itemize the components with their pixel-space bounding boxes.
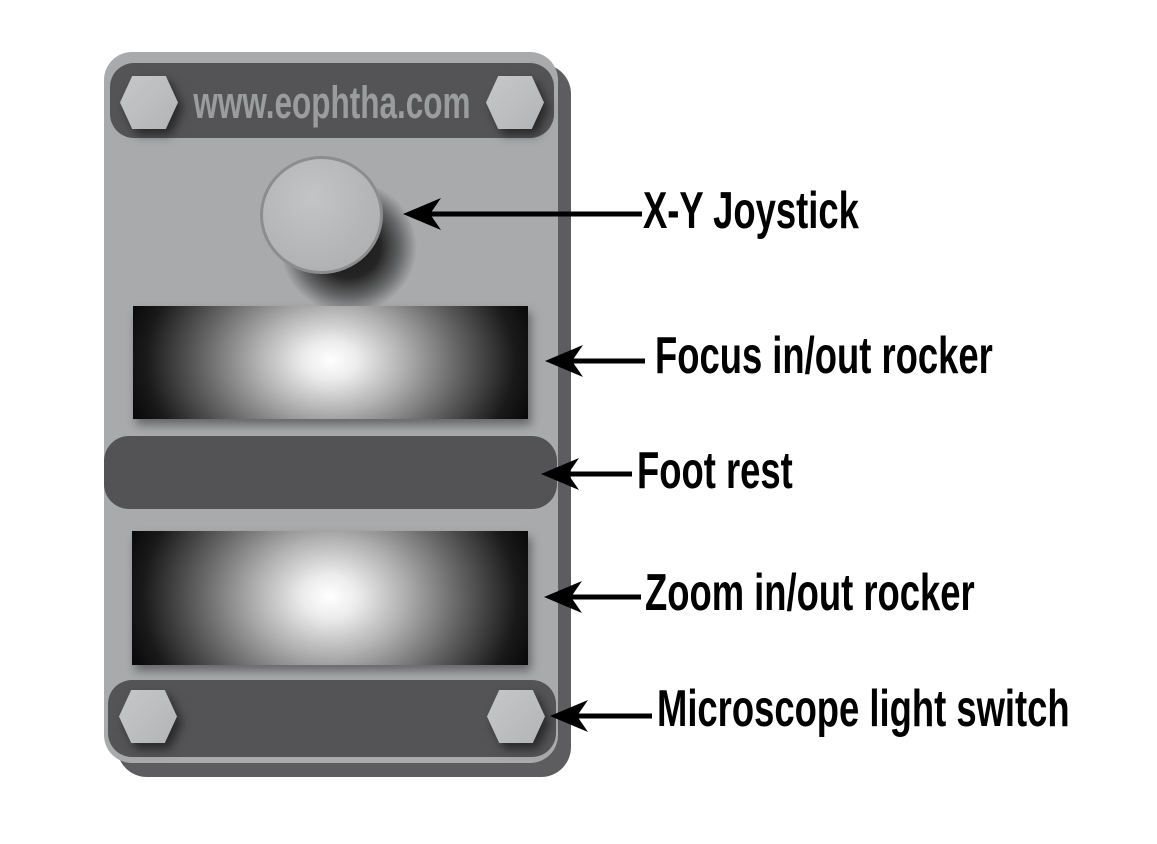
hex-bolt-bottom-left-icon bbox=[119, 690, 177, 743]
label-xy-joystick: X-Y Joystick bbox=[643, 182, 859, 240]
hex-bolt-top-right-icon bbox=[486, 76, 544, 129]
focus-rocker-pedal bbox=[133, 306, 528, 419]
zoom-rocker-pedal bbox=[132, 531, 528, 665]
hex-bolt-shape bbox=[120, 76, 178, 129]
xy-joystick-knob bbox=[260, 156, 383, 274]
hex-bolt-bottom-right-icon bbox=[487, 690, 545, 743]
label-light-switch: Microscope light switch bbox=[657, 680, 1070, 738]
hex-bolt-shape bbox=[486, 76, 544, 129]
hex-bolt-shape bbox=[487, 690, 545, 743]
label-focus-rocker: Focus in/out rocker bbox=[655, 327, 993, 385]
label-foot-rest: Foot rest bbox=[637, 442, 793, 500]
website-label: www.eophtha.com bbox=[193, 76, 471, 128]
foot-rest-bar bbox=[104, 436, 557, 509]
top-plate: www.eophtha.com bbox=[110, 63, 554, 138]
label-zoom-rocker: Zoom in/out rocker bbox=[645, 564, 975, 622]
hex-bolt-top-left-icon bbox=[120, 76, 178, 129]
hex-bolt-shape bbox=[119, 690, 177, 743]
bottom-plate bbox=[108, 680, 556, 757]
